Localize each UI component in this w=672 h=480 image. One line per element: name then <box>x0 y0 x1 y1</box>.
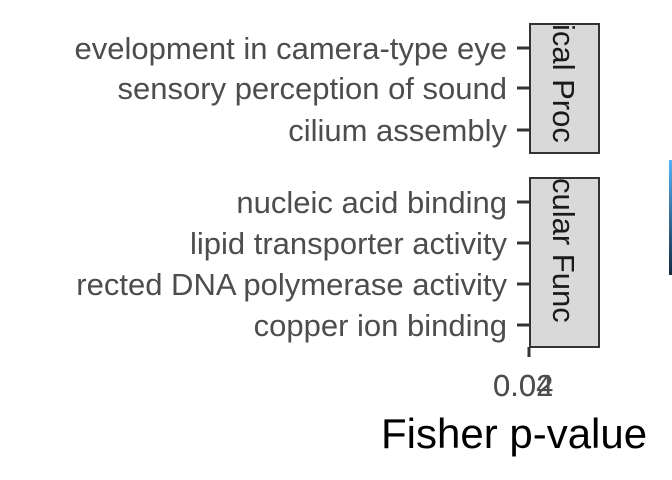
facet-strip-2 <box>529 177 600 348</box>
x-tick-label-2: 0.04 <box>493 368 553 403</box>
y-tick-label: rected DNA polymerase activity <box>76 267 507 302</box>
y-tick-label: evelopment in camera-type eye <box>74 31 507 66</box>
y-tick-label: copper ion binding <box>254 308 507 343</box>
y-tick-label: lipid transporter activity <box>190 226 508 261</box>
strip-label-1: ical Proc <box>546 24 581 143</box>
legend-colorbar <box>669 160 672 275</box>
facet-strip-1 <box>529 23 600 154</box>
x-axis-title: Fisher p-value <box>381 410 647 457</box>
y-tick-label: cilium assembly <box>288 113 507 148</box>
y-tick-label: nucleic acid binding <box>236 185 507 220</box>
strip-label-2: cular Func <box>546 178 581 323</box>
x-tick-label-1: 0.02 <box>493 368 553 403</box>
y-tick-label: sensory perception of sound <box>118 71 507 106</box>
